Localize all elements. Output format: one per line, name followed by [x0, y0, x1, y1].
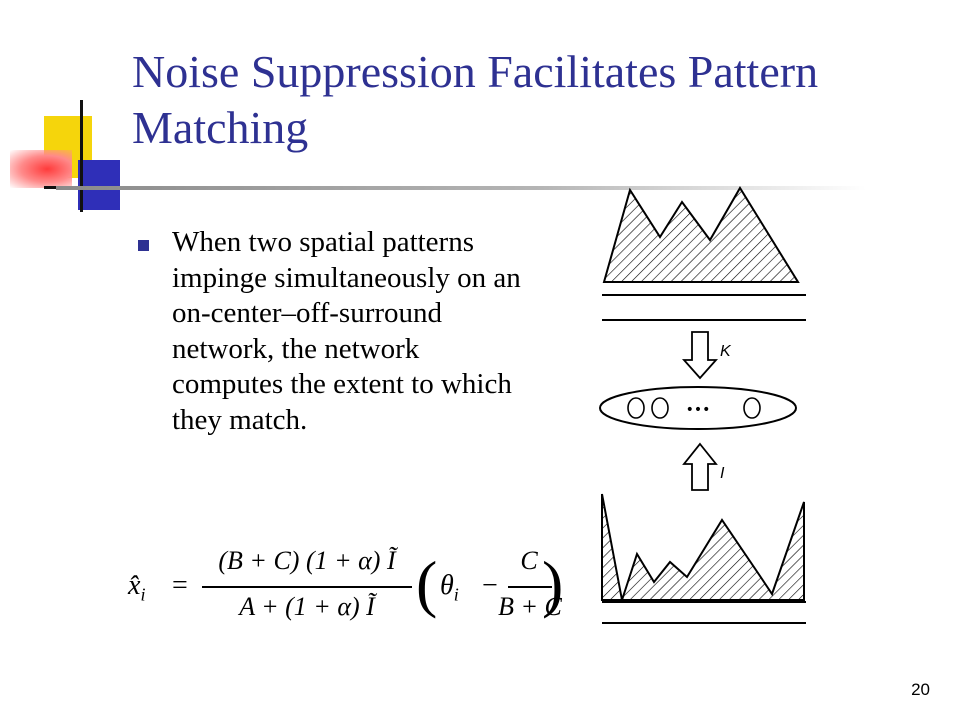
- equation-left-paren: (: [416, 548, 438, 619]
- equation-theta: θi: [440, 570, 459, 605]
- network-ellipse: [599, 386, 797, 430]
- corner-decoration: [0, 0, 140, 220]
- title-rule: [56, 186, 866, 190]
- slide-title: Noise Suppression Facilitates Pattern Ma…: [132, 46, 819, 153]
- bullet-text: When two spatial patterns impinge simult…: [172, 226, 521, 436]
- equation-denominator: A + (1 + α) Ĩ: [239, 592, 375, 621]
- pattern-diagram-svg: K ••• I: [599, 186, 806, 624]
- network-node: [743, 397, 761, 419]
- network-node: [627, 397, 645, 419]
- pattern-diagram: K ••• I: [592, 182, 812, 628]
- equation: x̂i = (B + C) (1 + α) Ĩ A + (1 + α) Ĩ ( …: [118, 542, 563, 632]
- equation-right-paren: ): [542, 548, 564, 619]
- vertical-line: [80, 100, 83, 212]
- equation-equals: =: [172, 570, 188, 601]
- up-arrow-i: [682, 442, 718, 491]
- equation-inner-fraction-bar: [508, 586, 552, 588]
- equation-minus: −: [482, 570, 498, 601]
- equation-inner-denominator: B + C: [498, 592, 562, 621]
- bullet-marker: [138, 240, 149, 251]
- network-ellipsis: •••: [686, 402, 711, 418]
- down-arrow-k: [681, 331, 719, 380]
- bottom-pattern-shape: [601, 493, 805, 601]
- page-number: 20: [911, 680, 930, 699]
- equation-theta-sub: i: [453, 584, 459, 605]
- red-glow-square: [10, 150, 72, 188]
- top-pattern-shape: [602, 186, 800, 283]
- network-node: [651, 397, 669, 419]
- equation-numerator: (B + C) (1 + α) Ĩ: [218, 546, 396, 575]
- equation-fraction-bar: [202, 586, 412, 588]
- label-i: I: [720, 465, 725, 482]
- label-k: K: [720, 343, 732, 360]
- equation-lhs-sub: i: [140, 584, 146, 605]
- equation-lhs: x̂i: [128, 570, 146, 605]
- blue-square: [78, 160, 120, 210]
- equation-inner-numerator: C: [520, 546, 538, 575]
